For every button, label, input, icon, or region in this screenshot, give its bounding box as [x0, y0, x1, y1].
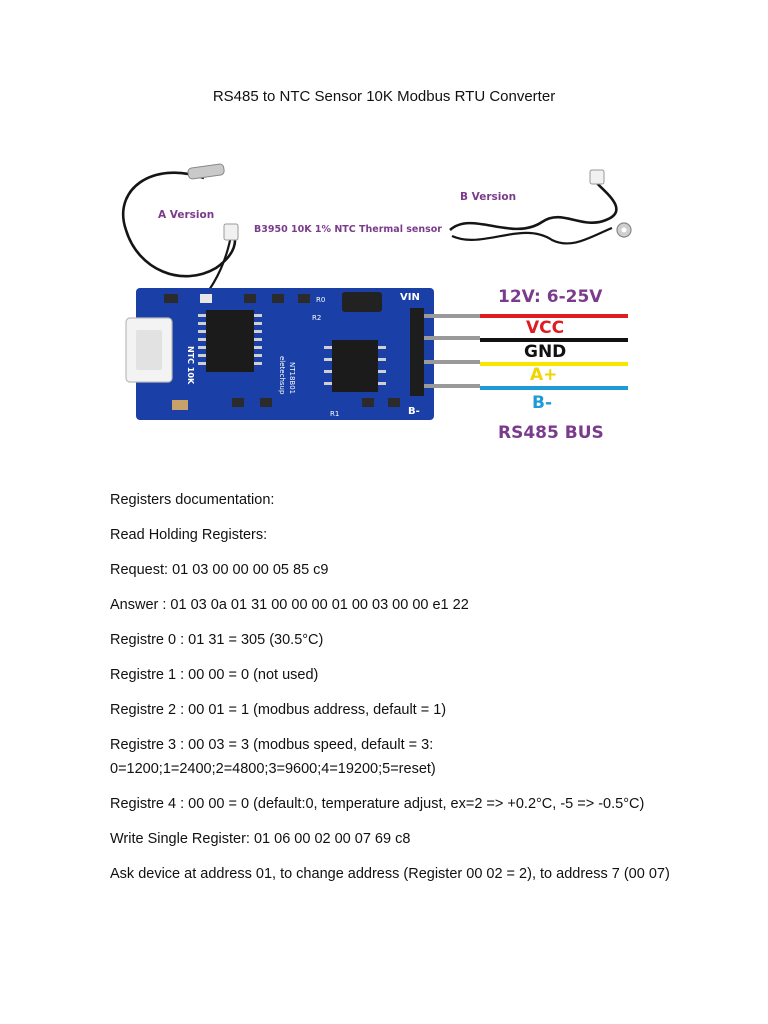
sensor-a-label: A Version — [158, 209, 214, 221]
pin-label-vin: VIN — [400, 292, 420, 303]
chip-rs485 — [332, 340, 378, 392]
paragraph: Ask device at address 01, to change addr… — [110, 866, 670, 882]
sensor-a-cable — [121, 171, 237, 278]
paragraph: Read Holding Registers: — [110, 527, 268, 543]
chip-mcu — [206, 310, 254, 372]
pin-header — [410, 308, 424, 396]
wire-label-b: B- — [532, 393, 552, 413]
power-label: 12V: 6-25V — [498, 287, 603, 307]
board-ntc-label: NTC 10K — [186, 346, 195, 385]
page-title: RS485 to NTC Sensor 10K Modbus RTU Conve… — [212, 88, 556, 105]
bus-label: RS485 BUS — [498, 423, 604, 443]
paragraph: Write Single Register: 01 06 00 02 00 07… — [110, 831, 411, 847]
b-wire — [480, 386, 628, 390]
board-r1-label: R1 — [330, 410, 339, 418]
product-figure: A Version B3950 10K 1% NTC Thermal senso… — [121, 163, 632, 443]
paragraph: Registre 4 : 00 00 = 0 (default:0, tempe… — [110, 796, 645, 812]
vcc-wire — [480, 314, 628, 318]
a-wire — [480, 362, 628, 366]
board-r2-label: R2 — [312, 314, 321, 322]
gnd-wire — [480, 338, 628, 342]
sensor-a-probe — [187, 163, 225, 180]
inductor — [342, 292, 382, 312]
wire-label-a: A+ — [530, 365, 557, 385]
sensor-b-connector — [589, 169, 605, 185]
paragraph: Registre 2 : 00 01 = 1 (modbus address, … — [110, 702, 447, 718]
wire-label-vcc: VCC — [526, 318, 564, 338]
board-r0-label: R0 — [316, 296, 325, 304]
paragraph: Registre 1 : 00 00 = 0 (not used) — [110, 667, 319, 683]
sensor-caption: B3950 10K 1% NTC Thermal sensor — [254, 224, 442, 235]
sensor-a-connector — [223, 223, 239, 241]
paragraph: Registre 0 : 01 31 = 305 (30.5°C) — [110, 632, 324, 648]
board-model-label: NT18B01 — [288, 362, 296, 394]
sensor-b-label: B Version — [460, 191, 516, 203]
pcb-board: NTC 10K eletechsup NT18B01 R0 R1 R2 VIN … — [125, 288, 434, 420]
paragraph: Registers documentation: — [110, 492, 275, 508]
register-documentation: Registers documentation: Read Holding Re… — [110, 488, 670, 897]
wire-label-gnd: GND — [524, 342, 566, 362]
paragraph: Registre 3 : 00 03 = 3 (modbus speed, de… — [110, 737, 436, 777]
paragraph: Answer : 01 03 0a 01 31 00 00 00 01 00 0… — [110, 597, 469, 613]
paragraph: Request: 01 03 00 00 00 05 85 c9 — [110, 562, 329, 578]
sensor-b-cable — [449, 179, 618, 232]
pin-label-b: B- — [408, 406, 420, 417]
board-brand-label: eletechsup — [278, 356, 286, 395]
